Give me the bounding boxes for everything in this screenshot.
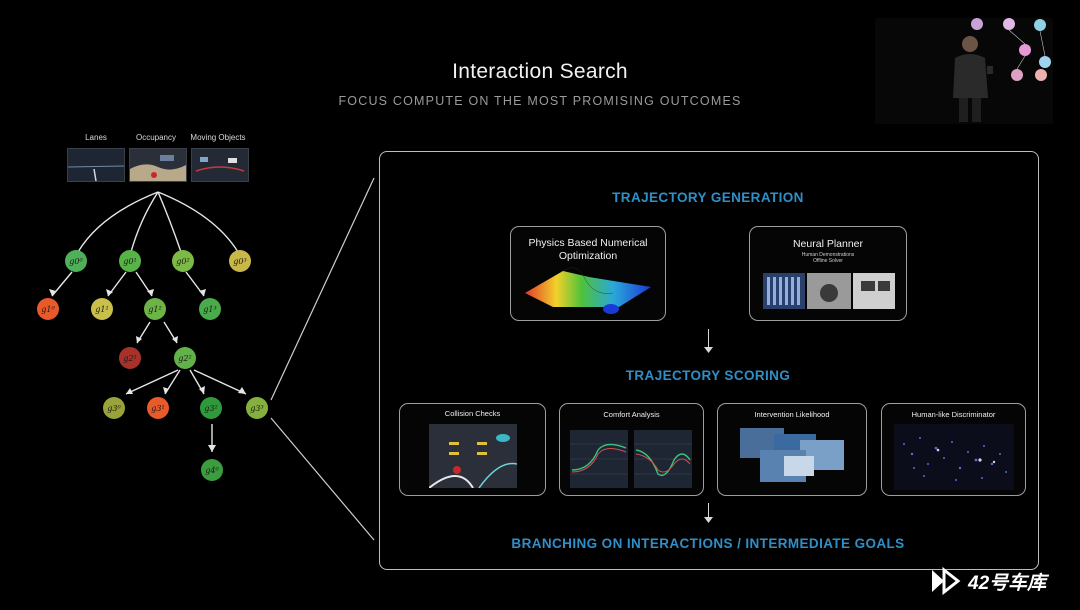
page-title: Interaction Search: [452, 60, 628, 83]
neural-card-title: Neural Planner: [792, 238, 864, 250]
input-label-occupancy: Occupancy: [135, 133, 177, 142]
tree-node: g4⁰: [201, 459, 223, 481]
arrow-head-icon: [704, 517, 713, 523]
human-like-discriminator-card: Human-like Discriminator: [881, 403, 1026, 496]
occupancy-thumbnail: [129, 148, 187, 182]
arrow-head-icon: [704, 347, 713, 353]
input-label-moving-objects: Moving Objects: [190, 133, 246, 142]
watermark: 42号车库: [928, 562, 1068, 598]
neural-card-sub1: Human Demonstrations: [801, 252, 855, 258]
arrow-down-icon: [708, 503, 709, 519]
physics-optimization-card: Physics Based Numerical Optimization: [510, 226, 666, 321]
page-subtitle: FOCUS COMPUTE ON THE MOST PROMISING OUTC…: [338, 94, 742, 108]
tree-node: g1⁰: [37, 298, 59, 320]
surface-plot-graphic: [525, 267, 651, 314]
presenter-video-inset: [875, 18, 1053, 124]
collision-checks-card: Collision Checks: [399, 403, 546, 496]
tree-edges: [49, 177, 375, 541]
tree-node: g1²: [144, 298, 166, 320]
lanes-thumbnail: [67, 148, 125, 182]
scoring-card-title: Human-like Discriminator: [911, 410, 996, 419]
neural-card-sub2: Offline Solver: [813, 258, 843, 264]
watermark-text: 42号车库: [968, 573, 1047, 594]
physics-card-title: Physics Based Numerical Optimization: [528, 237, 648, 262]
collision-check-graphic: [429, 424, 517, 488]
intervention-likelihood-card: Intervention Likelihood: [717, 403, 867, 496]
neural-planner-card: Neural Planner Human Demonstrations Offl…: [749, 226, 907, 321]
trajectory-panel: [379, 151, 1039, 570]
branching-heading: BRANCHING ON INTERACTIONS / INTERMEDIATE…: [511, 536, 905, 551]
scoring-card-title: Comfort Analysis: [603, 410, 660, 419]
neural-planner-photos: [763, 273, 895, 309]
input-label-lanes: Lanes: [85, 133, 107, 142]
tree-node: g2²: [174, 347, 196, 369]
tree-node: g1³: [199, 298, 221, 320]
tree-node: g0⁰: [65, 250, 87, 272]
comfort-analysis-card: Comfort Analysis: [559, 403, 704, 496]
scoring-card-title: Collision Checks: [444, 409, 501, 418]
scoring-card-title: Intervention Likelihood: [754, 410, 830, 419]
comfort-analysis-graphic: [570, 430, 692, 488]
arrow-down-icon: [708, 329, 709, 349]
tree-node: g0¹: [119, 250, 141, 272]
tree-node: g3¹: [147, 397, 169, 419]
trajectory-scoring-heading: TRAJECTORY SCORING: [625, 368, 791, 383]
watermark-logo-icon: [932, 566, 961, 596]
tree-node: g3⁰: [103, 397, 125, 419]
tree-node: g1¹: [91, 298, 113, 320]
presenter-scene: [875, 18, 1053, 124]
moving-objects-thumbnail: [191, 148, 249, 182]
intervention-photos: [740, 428, 844, 482]
discriminator-map-graphic: [894, 424, 1014, 490]
tree-node: g2¹: [119, 347, 141, 369]
tree-node: g0³: [229, 250, 251, 272]
tree-node: g3²: [200, 397, 222, 419]
tree-node: g0²: [172, 250, 194, 272]
trajectory-generation-heading: TRAJECTORY GENERATION: [612, 190, 804, 205]
tree-node: g3³: [246, 397, 268, 419]
